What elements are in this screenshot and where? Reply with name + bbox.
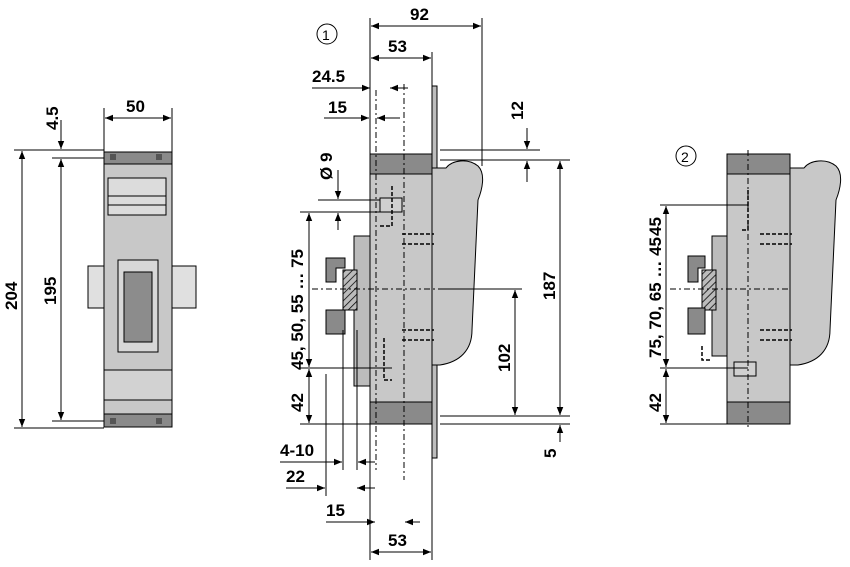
front-inner-height-label: 195 xyxy=(41,277,60,305)
view-2-marker-label: 2 xyxy=(681,149,689,165)
side-1-dim-22-label: 22 xyxy=(286,467,305,486)
front-handle xyxy=(123,271,153,343)
side-1-height-5-label: 5 xyxy=(541,449,560,458)
side-1-dim-12-label: 12 xyxy=(508,101,527,120)
side-1-dim-15-bottom-label: 15 xyxy=(326,501,345,520)
side-1-width-53-bottom-label: 53 xyxy=(388,531,407,550)
side-1-width-92-label: 92 xyxy=(410,5,429,24)
side-1-rail xyxy=(342,269,358,311)
side-1-handle xyxy=(431,160,484,366)
front-total-height-label: 204 xyxy=(2,281,21,310)
side-2-vertical-range-label: 75, 70, 65 … 45 xyxy=(646,237,665,358)
side-1-dim-4-10-label: 4-10 xyxy=(280,441,314,460)
side-view-1: 1 92 53 24.5 xyxy=(280,5,570,560)
side-1-height-187-label: 187 xyxy=(540,272,559,300)
side-1-dim-24-5-label: 24.5 xyxy=(312,67,345,86)
view-1-marker-label: 1 xyxy=(322,27,330,43)
front-view: 50 4.5 204 195 xyxy=(2,97,197,429)
side-1-vertical-range-label: 45, 50, 55 … 75 xyxy=(288,249,307,370)
side-1-vertical-42-label: 42 xyxy=(288,393,307,412)
side-1-width-53-top-label: 53 xyxy=(388,37,407,56)
side-2-vertical-42-label: 42 xyxy=(646,393,665,412)
side-2-vertical-45-label: 45 xyxy=(646,217,665,236)
view-1-marker xyxy=(316,23,338,45)
front-width-label: 50 xyxy=(126,97,145,116)
side-1-height-102-label: 102 xyxy=(495,344,514,372)
front-top-offset-label: 4.5 xyxy=(43,106,62,130)
side-2-handle xyxy=(789,160,842,366)
side-1-dim-15-top-label: 15 xyxy=(328,98,347,117)
side-1-diameter-label: Ø 9 xyxy=(317,153,336,180)
view-2-marker xyxy=(675,145,697,167)
side-view-2: 2 45 75, 70, 65 … 45 42 xyxy=(646,145,842,430)
side-2-rail xyxy=(701,269,717,311)
